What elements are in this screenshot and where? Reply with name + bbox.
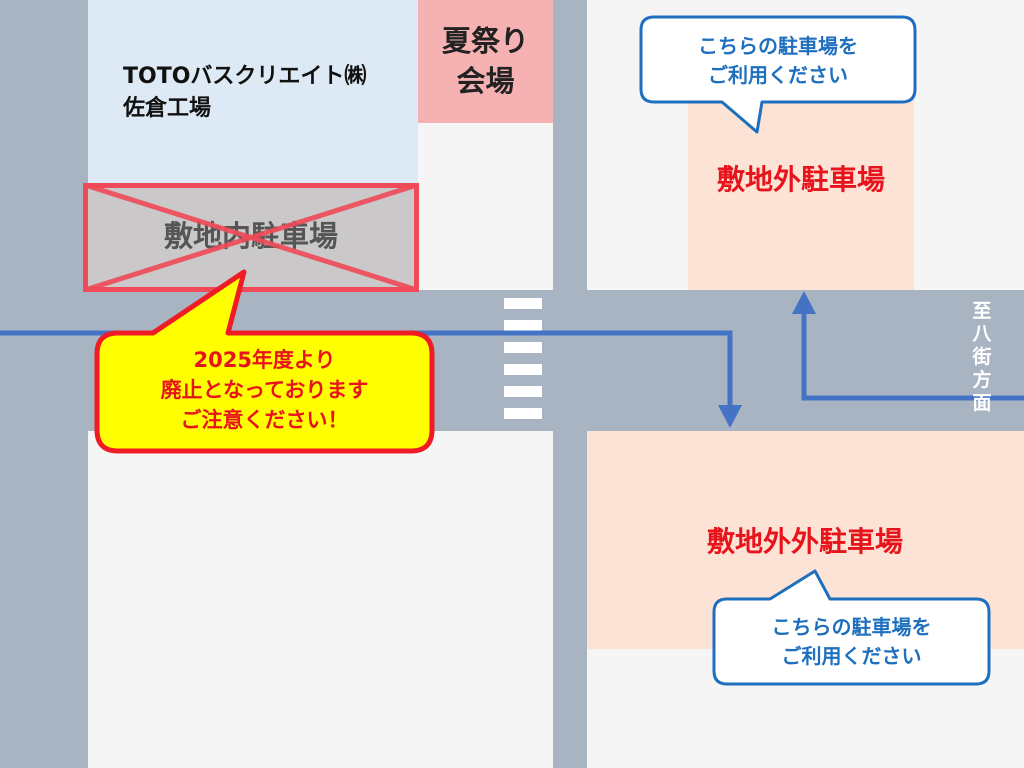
festival-venue-label-1: 夏祭り xyxy=(441,24,529,58)
crosswalk-stripe xyxy=(504,320,542,331)
crosswalk-stripe xyxy=(504,342,542,353)
guide-bubble-bottom-line-1: こちらの駐車場を xyxy=(771,615,932,639)
crosswalk-stripe xyxy=(504,364,542,375)
closed-cross-icon xyxy=(84,183,418,292)
offsite-parking-label: 敷地外駐車場 xyxy=(716,163,885,196)
closure-notice-line-3: ご注意ください！ xyxy=(180,408,349,432)
block-bottom-left xyxy=(88,431,553,768)
guide-bubble-top-line-1: こちらの駐車場を xyxy=(698,34,858,58)
offsite-parking-2-label: 敷地外外駐車場 xyxy=(706,525,903,558)
factory-name: TOTOバスクリエイト㈱ xyxy=(123,64,367,89)
route-arrow-to-upper-lot xyxy=(792,291,1024,401)
closure-notice-line-1: 2025年度より xyxy=(193,348,336,372)
offsite-parking-lot xyxy=(688,100,914,290)
guide-bubble-bottom-line-2: ご利用ください xyxy=(781,644,922,668)
crosswalk-stripe xyxy=(504,408,542,419)
crosswalk-stripe xyxy=(504,386,542,397)
festival-venue xyxy=(418,0,553,123)
factory-site: 佐倉工場 xyxy=(123,96,212,121)
direction-sign: 至 八 街 方 面 xyxy=(972,300,992,414)
crosswalk-stripe xyxy=(504,298,542,309)
guide-bubble-top-line-2: ご利用ください xyxy=(708,63,848,87)
festival-venue-label-2: 会場 xyxy=(456,64,515,98)
closure-notice-line-2: 廃止となっております xyxy=(160,378,369,402)
